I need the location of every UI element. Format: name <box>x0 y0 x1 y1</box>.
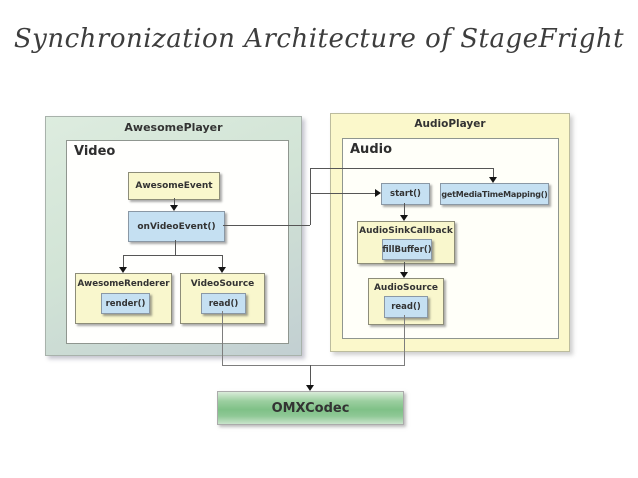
node-video-read-method-label: read() <box>208 298 239 309</box>
arrowhead-audiosource <box>400 272 408 278</box>
connector-audioread-down <box>404 315 405 365</box>
node-audio-sink-callback-label: AudioSinkCallback <box>359 226 453 236</box>
arrowhead-gmtm <box>489 177 497 183</box>
node-omx-codec: OMXCodec <box>217 391 404 425</box>
audio-player-title: AudioPlayer <box>414 118 486 130</box>
awesome-player-title: AwesomePlayer <box>124 121 223 134</box>
connector-split-horizontal <box>123 255 223 256</box>
node-video-source: VideoSource read() <box>180 273 265 324</box>
node-start: start() <box>381 183 430 205</box>
node-awesome-renderer-label: AwesomeRenderer <box>77 279 170 289</box>
connector-gap-vertical <box>310 168 311 225</box>
connector-onvideoevent-right <box>223 225 310 226</box>
arrowhead-omxcodec <box>306 385 314 391</box>
node-get-media-time-mapping: getMediaTimeMapping() <box>440 183 549 205</box>
arrowhead-start <box>375 189 381 197</box>
node-audio-source-label: AudioSource <box>373 283 439 293</box>
node-awesome-renderer: AwesomeRenderer render() <box>75 273 172 324</box>
node-awesome-event-label: AwesomeEvent <box>135 181 213 191</box>
node-get-media-time-mapping-label: getMediaTimeMapping() <box>441 189 548 199</box>
connector-event-to-onvideoevent <box>174 198 175 206</box>
node-on-video-event: onVideoEvent() <box>128 211 225 242</box>
connector-onvideoevent-down <box>175 240 176 255</box>
arrowhead-videosource <box>218 267 226 273</box>
connector-sink-to-source <box>404 262 405 272</box>
arrowhead-renderer <box>119 267 127 273</box>
node-video-read-method: read() <box>201 293 246 314</box>
node-render-method: render() <box>101 293 150 314</box>
connector-videoread-down <box>222 311 223 365</box>
arrowhead-onvideoevent <box>170 205 178 211</box>
connector-to-omxcodec <box>310 365 311 385</box>
connector-start-to-sink <box>404 203 405 215</box>
node-audio-source: AudioSource read() <box>368 278 444 325</box>
node-fill-buffer-method-label: fillBuffer() <box>382 244 432 255</box>
video-section-label: Video <box>74 144 116 159</box>
connector-to-videosource <box>222 255 223 267</box>
node-awesome-event: AwesomeEvent <box>128 172 220 200</box>
node-video-source-label: VideoSource <box>190 279 255 289</box>
node-render-method-label: render() <box>105 298 146 309</box>
connector-to-renderer <box>123 255 124 267</box>
node-audio-read-method: read() <box>384 296 428 318</box>
node-on-video-event-label: onVideoEvent() <box>137 221 216 232</box>
node-audio-sink-callback: AudioSinkCallback fillBuffer() <box>357 221 455 264</box>
node-fill-buffer-method: fillBuffer() <box>382 239 432 260</box>
connector-to-gmtm-vertical <box>493 168 494 177</box>
page-title: Synchronization Architecture of StageFri… <box>13 24 625 54</box>
node-start-label: start() <box>390 189 421 199</box>
connector-codec-bracket <box>222 365 405 366</box>
audio-section-label: Audio <box>350 142 393 157</box>
node-omx-codec-label: OMXCodec <box>271 400 350 416</box>
connector-to-start <box>310 193 375 194</box>
arrowhead-sink <box>400 215 408 221</box>
node-audio-read-method-label: read() <box>391 302 421 312</box>
connector-to-gmtm-horizontal <box>310 168 493 169</box>
